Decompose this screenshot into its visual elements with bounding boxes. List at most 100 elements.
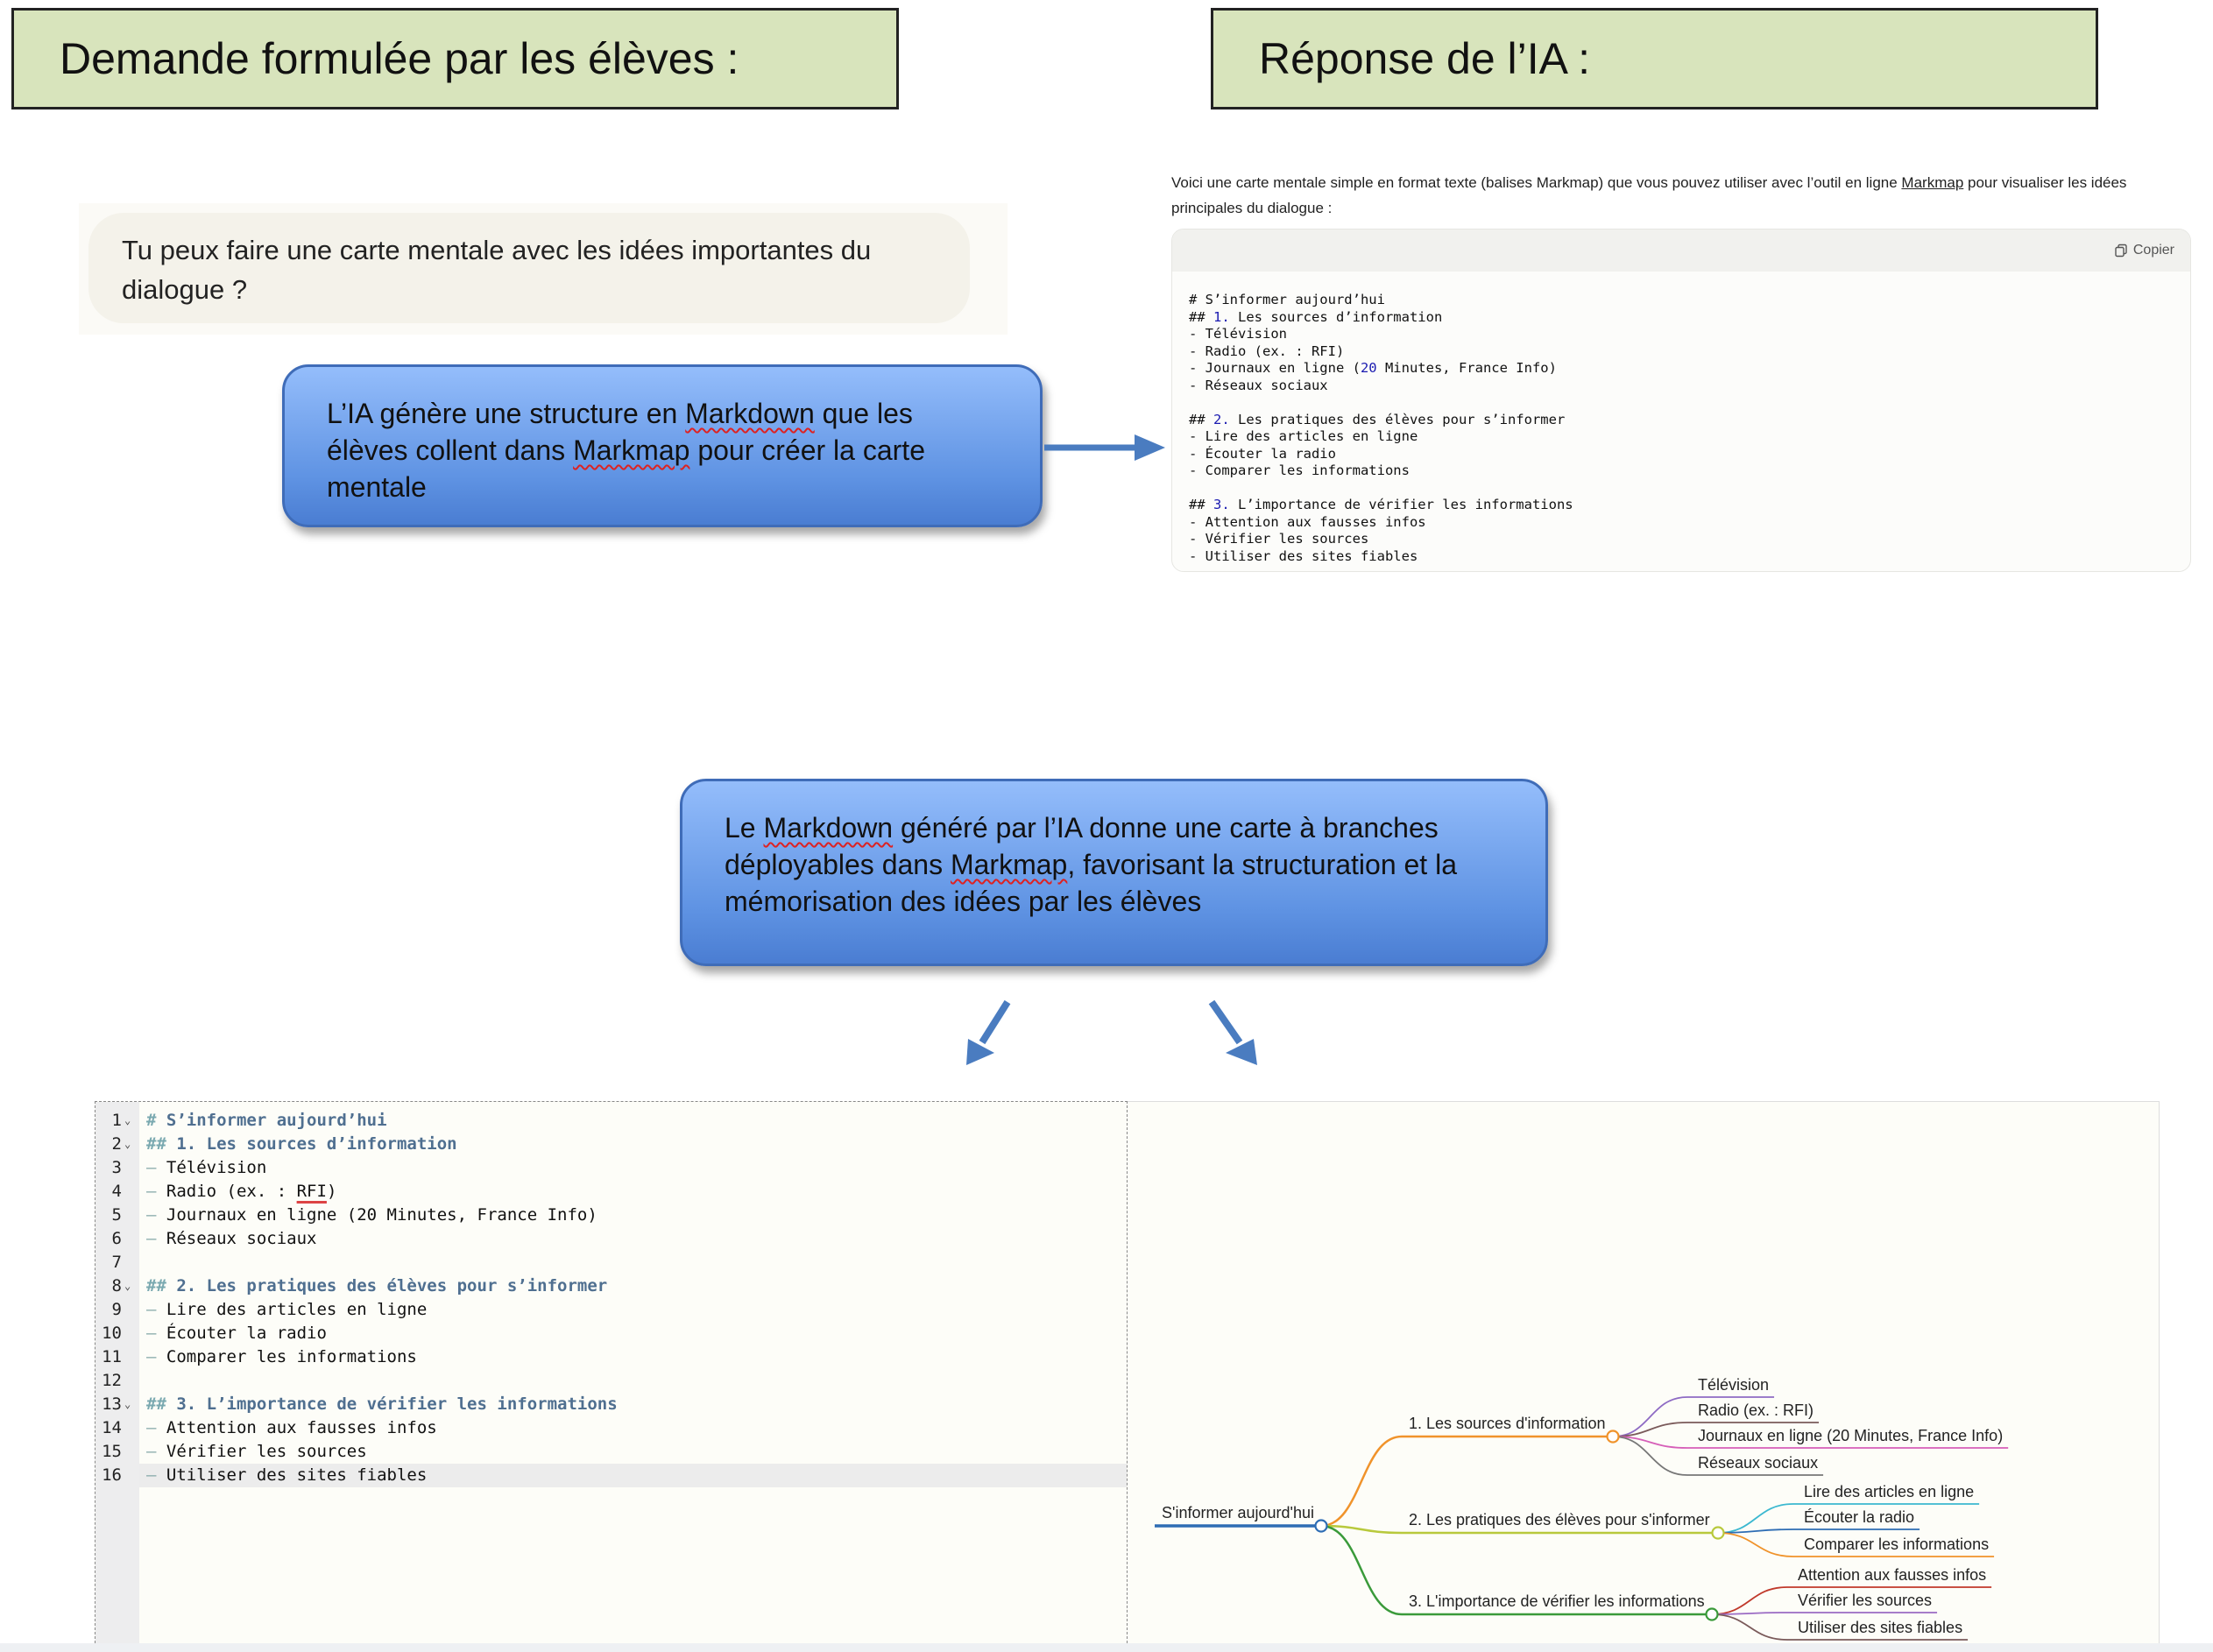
code-block-header: Copier bbox=[1172, 229, 2190, 272]
leaf-label: Réseaux sociaux bbox=[1698, 1454, 1818, 1472]
branch-node[interactable] bbox=[1711, 1526, 1725, 1540]
code-line: - Lire des articles en ligne bbox=[1189, 428, 1418, 444]
line-text: – Vérifier les sources bbox=[146, 1442, 367, 1461]
code-block: Copier # S’informer aujourd’hui## 1. Les… bbox=[1171, 229, 2191, 572]
branch-label: 2. Les pratiques des élèves pour s'infor… bbox=[1409, 1511, 1710, 1528]
fold-chevron-icon[interactable]: ⌄ bbox=[124, 1114, 131, 1126]
editor-line[interactable]: 1⌄# S’informer aujourd’hui bbox=[95, 1109, 1127, 1133]
line-number: 2 bbox=[111, 1134, 122, 1154]
line-number: 3 bbox=[111, 1158, 122, 1177]
editor-line[interactable]: 5 – Journaux en ligne (20 Minutes, France… bbox=[95, 1204, 1127, 1227]
callout-text: pour créer la carte mentale bbox=[327, 434, 925, 503]
callout-text: que les élèves collent dans bbox=[327, 398, 913, 466]
branch-node[interactable] bbox=[1705, 1607, 1719, 1621]
leaf-label: Vérifier les sources bbox=[1798, 1592, 1932, 1609]
spellcheck-word: Markmap bbox=[573, 434, 690, 466]
editor-line[interactable]: 14 – Attention aux fausses infos bbox=[95, 1416, 1127, 1440]
editor-line[interactable]: 13⌄## 3. L’importance de vérifier les in… bbox=[95, 1393, 1127, 1416]
line-text: – Utiliser des sites fiables bbox=[146, 1465, 428, 1485]
line-text: – Réseaux sociaux bbox=[146, 1229, 317, 1248]
root-node[interactable] bbox=[1314, 1519, 1328, 1533]
line-number: 10 bbox=[102, 1324, 122, 1343]
editor-line[interactable]: 8⌄ ## 2. Les pratiques des élèves pour s’… bbox=[95, 1274, 1127, 1298]
editor-line[interactable]: 11 – Comparer les informations bbox=[95, 1345, 1127, 1369]
editor-line[interactable]: 4– Radio (ex. : RFI) bbox=[95, 1180, 1127, 1204]
editor-line[interactable]: 3 – Télévision bbox=[95, 1156, 1127, 1180]
line-number: 8 bbox=[111, 1276, 122, 1295]
bottom-strip bbox=[0, 1643, 2213, 1652]
fold-chevron-icon[interactable]: ⌄ bbox=[124, 1398, 131, 1410]
callout-text: Le bbox=[725, 812, 764, 844]
code-line: ## 3. L’importance de vérifier les infor… bbox=[1189, 497, 1573, 512]
code-line: ## 2. Les pratiques des élèves pour s’in… bbox=[1189, 411, 1566, 427]
editor-line[interactable]: 10– Écouter la radio bbox=[95, 1322, 1127, 1345]
callout-text: , favorisant la structuration et la mémo… bbox=[725, 849, 1457, 917]
line-number: 7 bbox=[111, 1253, 122, 1272]
code-line: - Vérifier les sources bbox=[1189, 531, 1369, 547]
editor-line[interactable]: 15– Vérifier les sources bbox=[95, 1440, 1127, 1464]
line-number: 16 bbox=[102, 1465, 122, 1485]
branch-label: 3. L'importance de vérifier les informat… bbox=[1409, 1592, 1705, 1610]
editor-line[interactable]: 6– Réseaux sociaux bbox=[95, 1227, 1127, 1251]
leaf-link bbox=[1711, 1612, 1938, 1615]
line-text: ## 2. Les pratiques des élèves pour s’in… bbox=[146, 1276, 608, 1295]
line-text: – Attention aux fausses infos bbox=[146, 1418, 437, 1437]
header-response: Réponse de l’IA : bbox=[1211, 8, 2098, 109]
code-line: - Attention aux fausses infos bbox=[1189, 513, 1426, 530]
line-number: 11 bbox=[102, 1347, 122, 1366]
spellcheck-word: Markdown bbox=[763, 812, 894, 844]
line-text: # S’informer aujourd’hui bbox=[146, 1111, 387, 1130]
editor-line[interactable]: 7 bbox=[95, 1251, 1127, 1274]
leaf-label: Télévision bbox=[1698, 1376, 1769, 1394]
leaf-label: Comparer les informations bbox=[1804, 1536, 1989, 1553]
fold-chevron-icon[interactable]: ⌄ bbox=[124, 1280, 131, 1292]
line-number: 4 bbox=[111, 1182, 122, 1201]
editor-line[interactable]: 2⌄ ## 1. Les sources d’information bbox=[95, 1133, 1127, 1156]
leaf-label: Utiliser des sites fiables bbox=[1798, 1619, 1962, 1636]
header-request: Demande formulée par les élèves : bbox=[11, 8, 899, 109]
callout-markdown-generation: L’IA génère une structure en Markdown qu… bbox=[282, 364, 1043, 527]
code-line: - Journaux en ligne (20 Minutes, France … bbox=[1189, 360, 1557, 376]
markmap-preview-panel[interactable] bbox=[1128, 1101, 2160, 1652]
branch-link bbox=[1320, 1524, 1718, 1535]
leaf-link bbox=[1711, 1586, 1992, 1615]
callout-markmap-result: Le Markdown généré par l’IA donne une ca… bbox=[680, 779, 1548, 966]
code-line: - Comparer les informations bbox=[1189, 462, 1410, 478]
line-text: – Journaux en ligne (20 Minutes, France … bbox=[146, 1205, 597, 1225]
line-number: 14 bbox=[102, 1418, 122, 1437]
line-number: 5 bbox=[111, 1205, 122, 1225]
spellcheck-word: Markdown bbox=[685, 398, 815, 429]
branch-label: 1. Les sources d'information bbox=[1409, 1415, 1606, 1432]
line-number-gutter bbox=[95, 1102, 139, 1652]
arrow-down-right-icon bbox=[1208, 999, 1257, 1065]
ai-response-intro: Voici une carte mentale simple en format… bbox=[1171, 170, 2188, 221]
editor-line[interactable]: 12 bbox=[95, 1369, 1127, 1393]
editor-line[interactable]: 16 – Utiliser des sites fiables bbox=[102, 1464, 1127, 1487]
branch-node[interactable] bbox=[1606, 1430, 1620, 1444]
leaf-label: Journaux en ligne (20 Minutes, France In… bbox=[1698, 1427, 2003, 1444]
leaf-link bbox=[1711, 1613, 1969, 1641]
leaf-label: Radio (ex. : RFI) bbox=[1698, 1401, 1814, 1419]
copy-button[interactable]: Copier bbox=[2114, 243, 2174, 258]
editor-line[interactable]: 9– Lire des articles en ligne bbox=[95, 1298, 1127, 1322]
callout-text: généré par l’IA donne une carte à branch… bbox=[725, 812, 1439, 880]
leaf-label: Écouter la radio bbox=[1804, 1508, 1914, 1526]
leaf-link bbox=[1612, 1436, 2009, 1449]
code-line: - Radio (ex. : RFI) bbox=[1189, 342, 1345, 359]
header-request-text: Demande formulée par les élèves : bbox=[60, 34, 739, 83]
code-line: - Réseaux sociaux bbox=[1189, 377, 1328, 393]
leaf-link bbox=[1717, 1528, 1920, 1534]
fold-chevron-icon[interactable]: ⌄ bbox=[124, 1138, 131, 1150]
copy-icon bbox=[2115, 244, 2127, 258]
arrow-down-left-icon bbox=[966, 999, 1011, 1065]
spellcheck-word: Markmap bbox=[950, 849, 1068, 880]
line-text: ## 1. Les sources d’information bbox=[146, 1134, 457, 1154]
arrow-right-icon bbox=[1044, 434, 1165, 461]
markmap-link[interactable]: Markmap bbox=[1901, 174, 1964, 191]
header-response-text: Réponse de l’IA : bbox=[1259, 34, 1591, 83]
line-text: – Télévision bbox=[146, 1158, 267, 1177]
callout-text: L’IA génère une structure en bbox=[327, 398, 686, 429]
line-text: – Comparer les informations bbox=[146, 1347, 417, 1366]
